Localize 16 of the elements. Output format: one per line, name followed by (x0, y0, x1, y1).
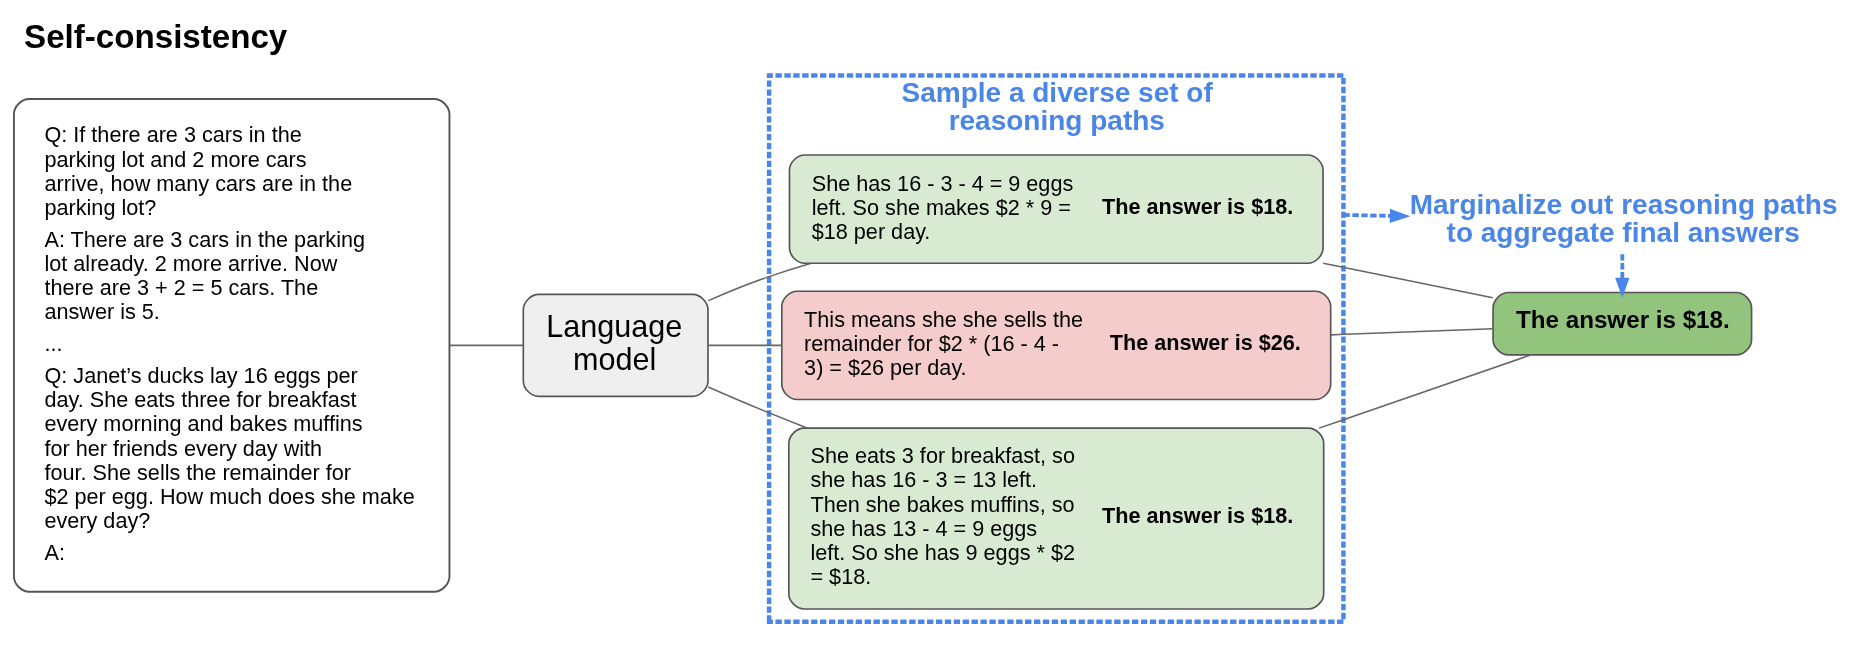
node-box: The answer is $18. (1492, 291, 1753, 356)
connector (707, 344, 783, 347)
node-box: Language model (522, 293, 709, 398)
connector (1318, 354, 1532, 429)
connector (707, 386, 808, 429)
arrow (1615, 254, 1630, 299)
connector (1330, 327, 1494, 336)
node-text: Marginalize out reasoning paths to aggregate final answers (1409, 188, 1838, 248)
node-box: Q: If there are 3 cars in the parking lot and 2 more cars arrive, how many cars are in the parking lot? A: There are 3 cars in the parking lot already. 2 more arrive. Now there are 3 + 2 = 5 cars. The answer is 5. ... Q: Janet’s ducks lay 16 eggs per day. She eats three for breakfast every morning and bakes muffins for her friends every day with four. She sells the remainder for $2 per egg. How much does she make every day? A: (12, 98, 451, 593)
connector (707, 262, 812, 302)
connector (449, 344, 524, 347)
diagram-title: Self-consistency (24, 18, 288, 56)
node-box: This means she she sells the remainder for $2 * (16 - 4 - 3) = $26 per day. The answer is $26. (781, 290, 1332, 401)
node-box: She eats 3 for breakfast, so she has 16 - 3 = 13 left. Then she bakes muffins, so she has 13 - 4 = 9 eggs left. So she has 9 eggs * $2 = $18. The answer is $18. (788, 427, 1325, 610)
node-box: She has 16 - 3 - 4 = 9 eggs left. So she makes $2 * 9 = $18 per day. The answer is $18. (788, 154, 1324, 265)
arrow (1343, 208, 1411, 224)
